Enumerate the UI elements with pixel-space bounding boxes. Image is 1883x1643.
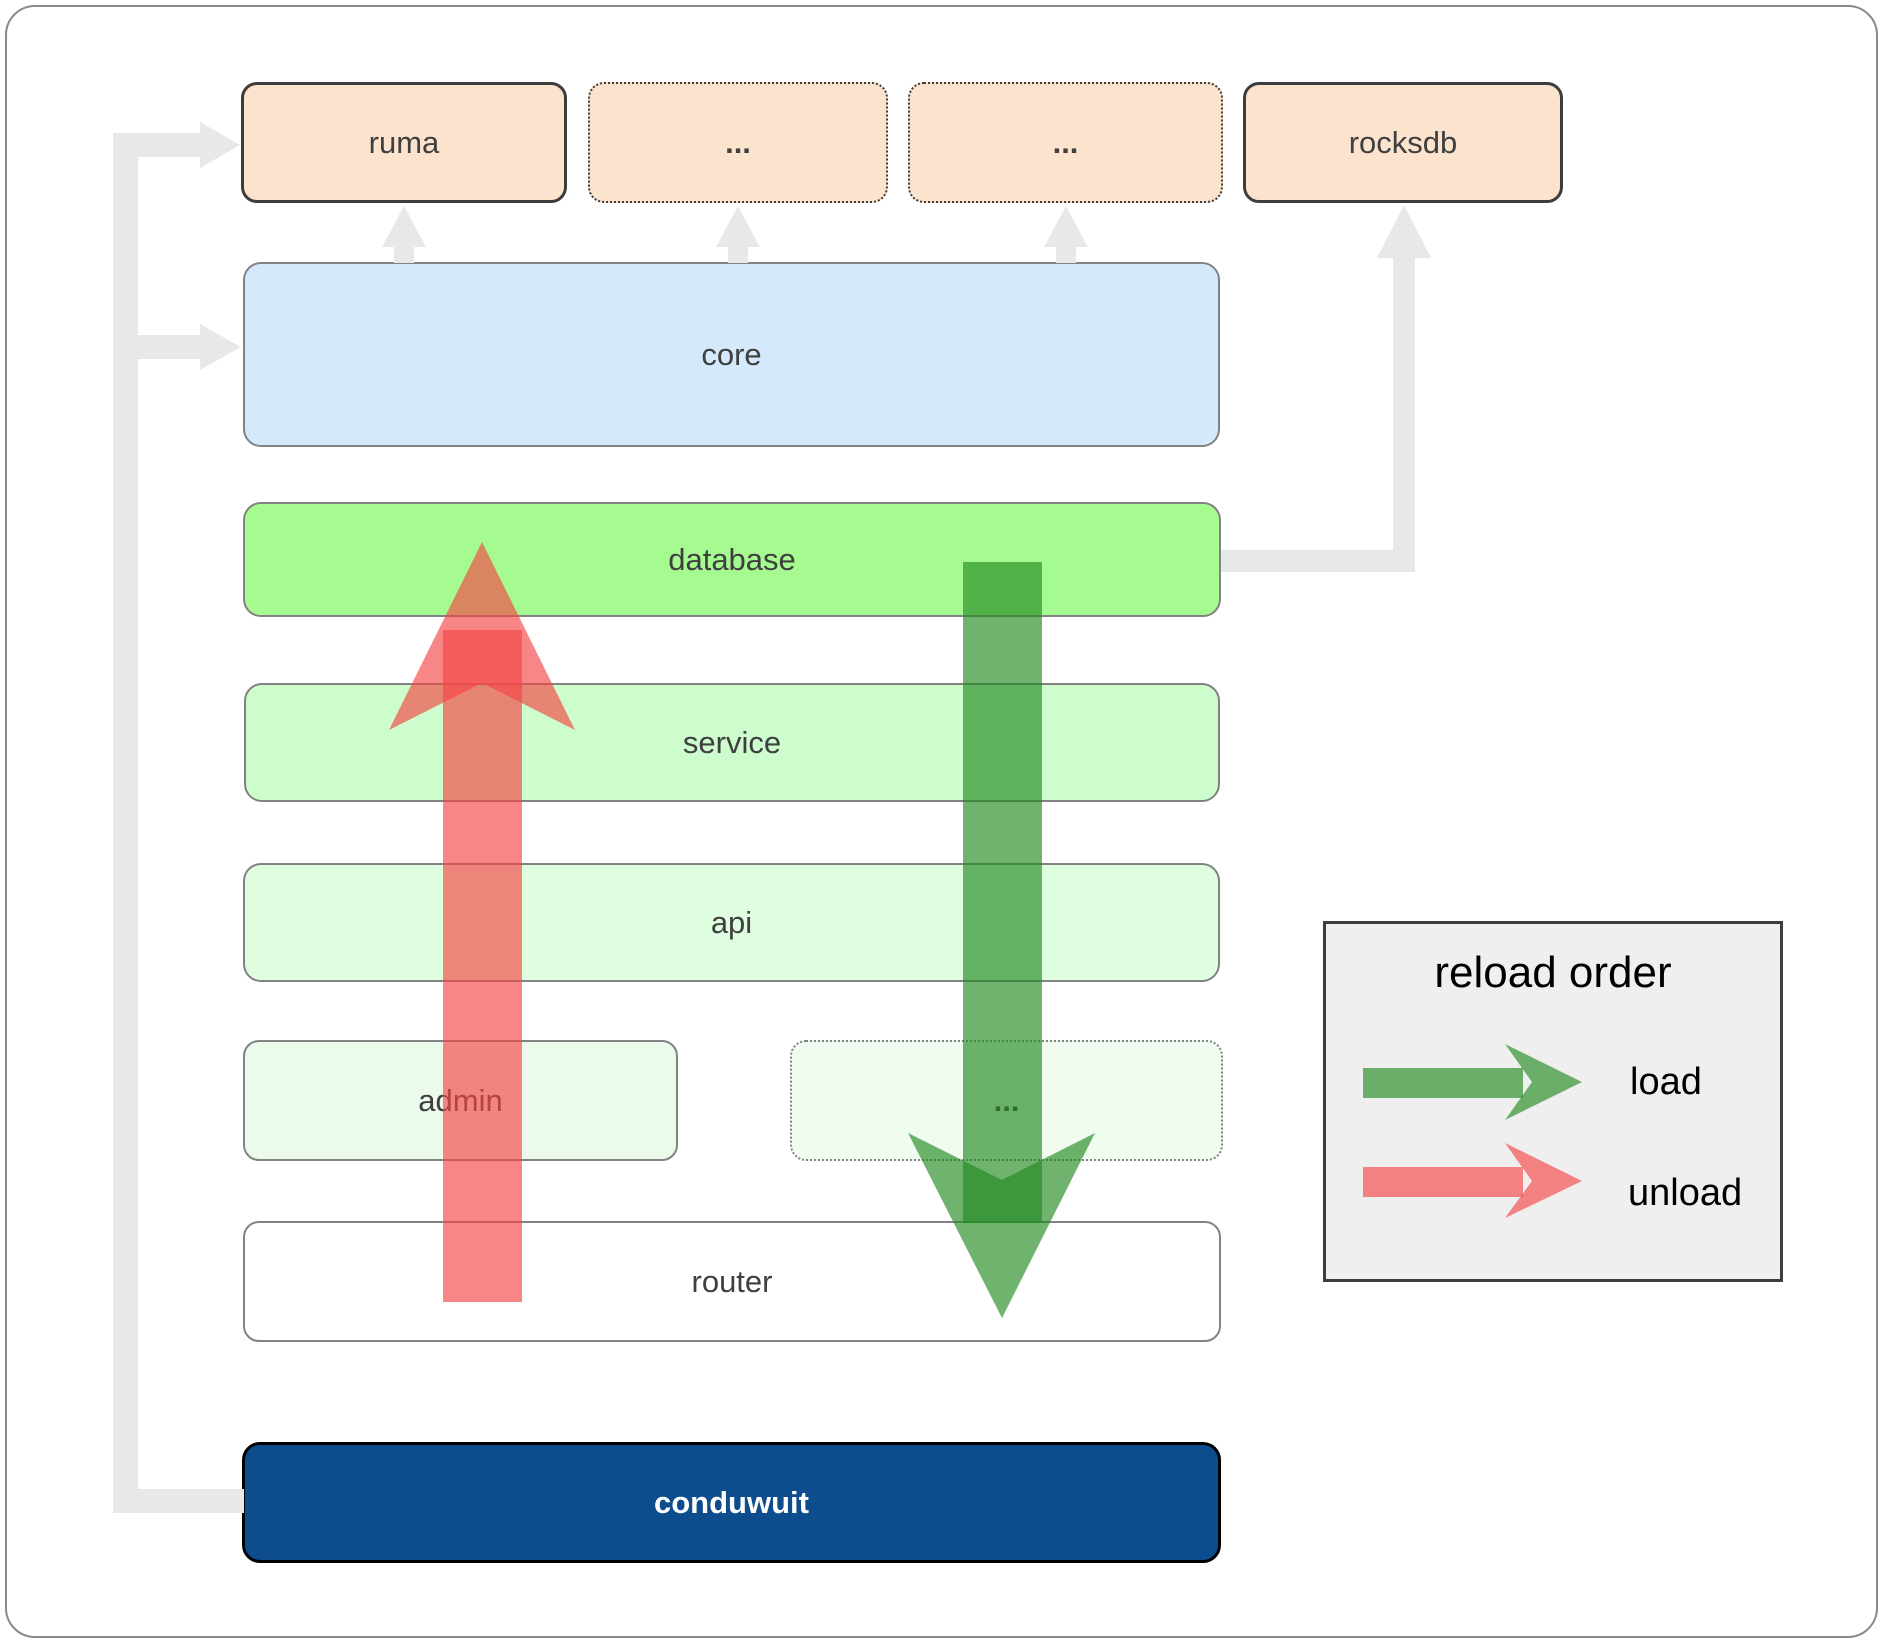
node-rocksdb: rocksdb — [1243, 82, 1563, 203]
node-router: router — [243, 1221, 1221, 1342]
node-admin-label: admin — [418, 1082, 503, 1118]
node-ruma: ruma — [241, 82, 567, 203]
node-core: core — [243, 262, 1220, 447]
legend-unload-label: unload — [1628, 1172, 1743, 1214]
node-api-label: api — [710, 904, 753, 940]
outer-frame — [5, 5, 1878, 1638]
node-ellipsis-3-label: ... — [993, 1082, 1020, 1118]
node-ellipsis-2: ... — [908, 82, 1223, 203]
node-service: service — [244, 683, 1220, 802]
node-ellipsis-1-label: ... — [725, 124, 751, 160]
legend-load-label: load — [1630, 1061, 1702, 1103]
legend-title: reload order — [1434, 948, 1672, 997]
node-database: database — [243, 502, 1221, 617]
node-admin: admin — [243, 1040, 678, 1161]
node-core-label: core — [701, 336, 762, 372]
node-conduwuit: conduwuit — [242, 1442, 1221, 1563]
node-ellipsis-2-label: ... — [1052, 124, 1079, 160]
legend-box: reload order load unload — [1323, 921, 1783, 1282]
node-service-label: service — [682, 724, 782, 760]
node-ellipsis-1: ... — [588, 82, 888, 203]
node-database-label: database — [668, 541, 796, 577]
node-router-label: router — [691, 1263, 773, 1299]
node-ruma-label: ruma — [368, 124, 440, 160]
node-conduwuit-label: conduwuit — [654, 1484, 809, 1520]
node-api: api — [243, 863, 1220, 982]
node-ellipsis-3: ... — [790, 1040, 1223, 1161]
node-rocksdb-label: rocksdb — [1348, 124, 1458, 160]
